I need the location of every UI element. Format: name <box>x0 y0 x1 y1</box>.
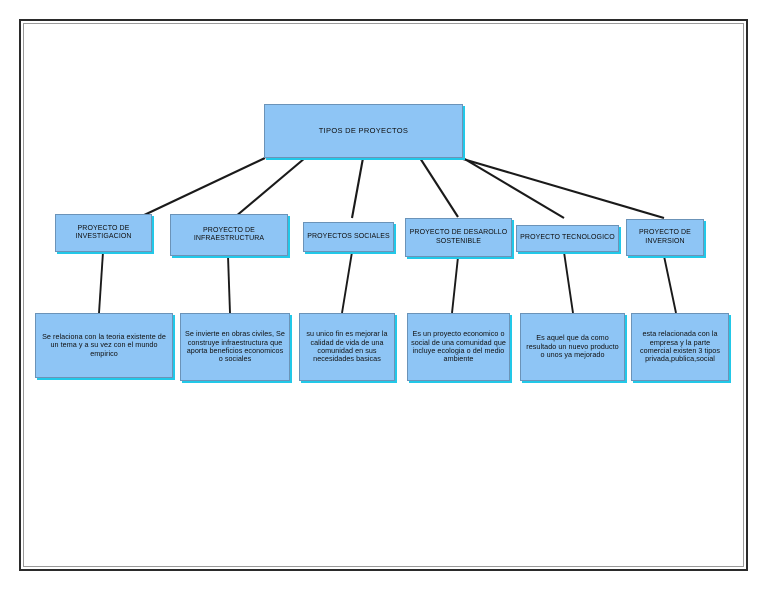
node-category-sostenible-label: PROYECTO DE DESAROLLO SOSTENIBLE <box>409 229 508 245</box>
node-description-sostenible-text: Es un proyecto economico o social de una… <box>411 329 506 364</box>
node-category-sociales[interactable]: PROYECTOS SOCIALES <box>303 222 394 252</box>
node-description-inversion-text: esta relacionada con la empresa y la par… <box>640 329 720 364</box>
node-category-sostenible[interactable]: PROYECTO DE DESAROLLO SOSTENIBLE <box>405 218 512 257</box>
node-description-infraestructura[interactable]: Se invierte en obras civiles, Se constru… <box>180 313 290 381</box>
node-category-tecnologico-label: PROYECTO TECNOLOGICO <box>520 234 615 242</box>
node-description-inversion[interactable]: esta relacionada con la empresa y la par… <box>631 313 729 381</box>
node-description-investigacion-text: Se relaciona con la teoria existente de … <box>42 331 166 358</box>
node-root-label: TIPOS DE PROYECTOS <box>318 125 409 135</box>
page-frame-inner-rule <box>23 23 744 567</box>
node-category-investigacion-label: PROYECTO DE INVESTIGACION <box>75 224 132 240</box>
node-category-infraestructura-label: PROYECTO DE INFRAESTRUCTURA <box>193 226 265 242</box>
node-category-investigacion[interactable]: PROYECTO DE INVESTIGACION <box>55 214 152 252</box>
node-description-investigacion[interactable]: Se relaciona con la teoria existente de … <box>35 313 173 378</box>
node-category-inversion-label: PROYECTO DE INVERSION <box>639 229 691 245</box>
node-description-sociales[interactable]: su unico fin es mejorar la calidad de vi… <box>299 313 395 381</box>
page-frame <box>19 19 748 571</box>
node-root[interactable]: TIPOS DE PROYECTOS <box>264 104 463 158</box>
node-description-tecnologico-text: Es aquel que da como resultado un nuevo … <box>526 333 619 360</box>
node-description-sociales-text: su unico fin es mejorar la calidad de vi… <box>306 329 388 364</box>
node-description-sostenible[interactable]: Es un proyecto economico o social de una… <box>407 313 510 381</box>
node-description-tecnologico[interactable]: Es aquel que da como resultado un nuevo … <box>520 313 625 381</box>
node-category-sociales-label: PROYECTOS SOCIALES <box>307 232 390 240</box>
node-category-tecnologico[interactable]: PROYECTO TECNOLOGICO <box>516 225 619 252</box>
node-category-inversion[interactable]: PROYECTO DE INVERSION <box>626 219 704 256</box>
node-category-infraestructura[interactable]: PROYECTO DE INFRAESTRUCTURA <box>170 214 288 256</box>
node-description-infraestructura-text: Se invierte en obras civiles, Se constru… <box>185 329 285 364</box>
